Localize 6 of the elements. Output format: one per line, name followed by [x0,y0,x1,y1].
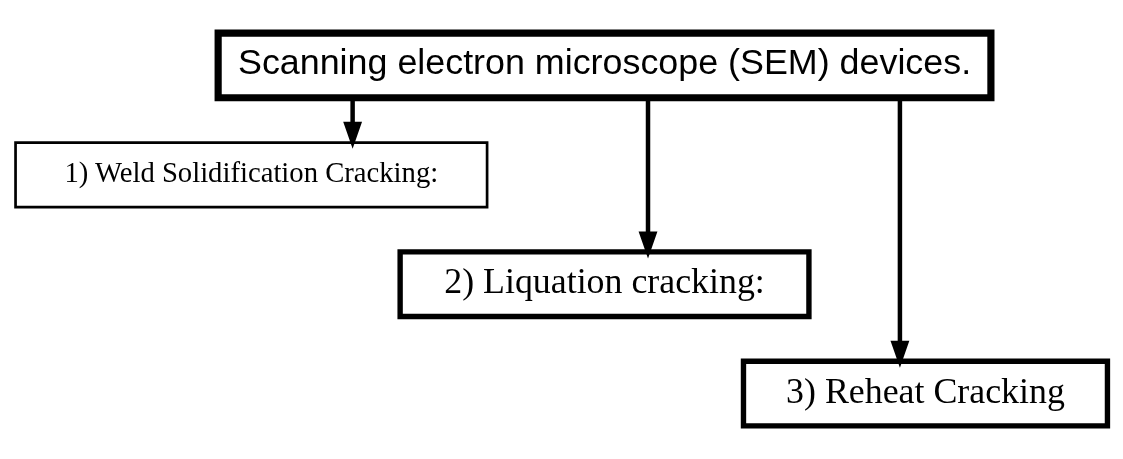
arrow [890,98,910,368]
node-box: Scanning electron microscope (SEM) devices. [214,29,995,102]
node-box: 1) Weld Solidification Cracking: [14,141,489,209]
node-box: 2) Liquation cracking: [397,249,812,320]
arrow [343,98,363,149]
node-box: 3) Reheat Cracking [740,358,1111,429]
